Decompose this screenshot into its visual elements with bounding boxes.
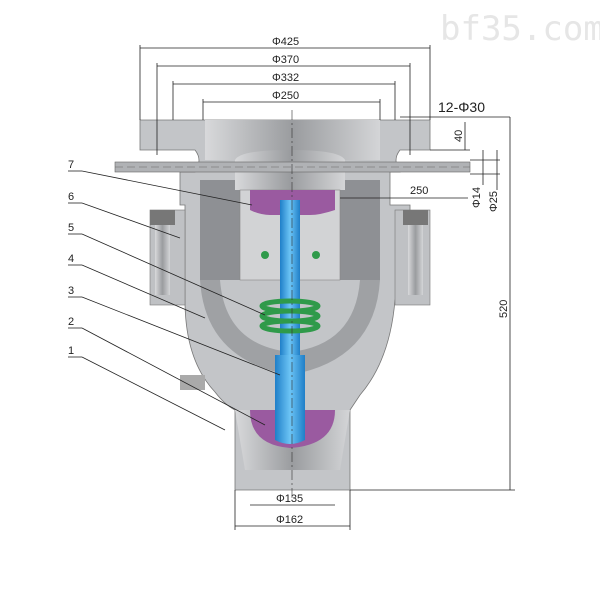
dim-pipe-length: 250 bbox=[410, 185, 428, 197]
part-label-2: 2 bbox=[68, 316, 74, 328]
part-leaders bbox=[68, 170, 281, 431]
dim-d14: Φ14 bbox=[471, 187, 483, 208]
watermark: bf35.com bbox=[440, 9, 600, 49]
part-label-1: 1 bbox=[68, 345, 74, 357]
dim-d25: Φ25 bbox=[488, 191, 500, 212]
part-label-3: 3 bbox=[68, 285, 74, 297]
dim-d135: Φ135 bbox=[276, 493, 303, 505]
dim-bolt-holes: 12-Φ30 bbox=[438, 99, 485, 115]
part-label-4: 4 bbox=[68, 253, 74, 265]
valve-stem bbox=[280, 200, 300, 360]
dim-d162: Φ162 bbox=[276, 514, 303, 526]
dim-d370: Φ370 bbox=[272, 54, 299, 66]
bolt-right bbox=[403, 210, 428, 295]
bolt-left bbox=[150, 210, 175, 295]
part-label-5: 5 bbox=[68, 222, 74, 234]
spring bbox=[259, 298, 321, 334]
dim-d250: Φ250 bbox=[272, 90, 299, 102]
dim-flange-thickness: 40 bbox=[453, 130, 465, 142]
part-label-7: 7 bbox=[68, 159, 74, 171]
dim-d425: Φ425 bbox=[272, 36, 299, 48]
dim-height: 520 bbox=[498, 300, 510, 318]
dim-d332: Φ332 bbox=[272, 72, 299, 84]
dimension-lines bbox=[139, 45, 515, 530]
part-label-6: 6 bbox=[68, 191, 74, 203]
